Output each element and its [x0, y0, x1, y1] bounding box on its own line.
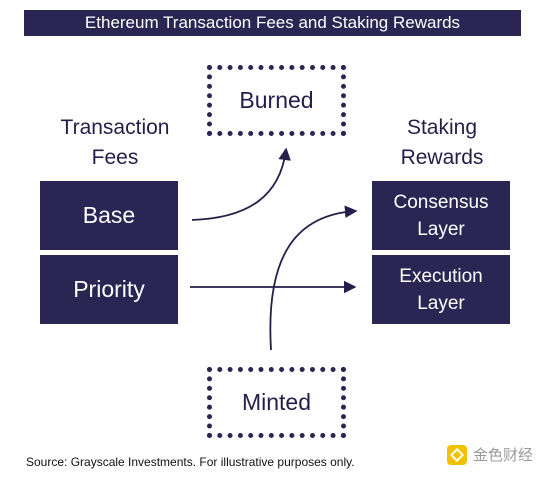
staking-rewards-heading-line1: Staking — [406, 116, 478, 139]
transaction-fees-heading-line1: Transaction — [60, 116, 170, 139]
execution-layer-label-line2: Layer — [417, 292, 465, 314]
watermark-text: 金色财经 — [473, 447, 534, 464]
execution-layer-box: Execution Layer — [372, 255, 510, 324]
priority-label: Priority — [73, 276, 145, 302]
execution-layer-label-line1: Execution — [399, 265, 483, 287]
source-note: Source: Grayscale Investments. For illus… — [26, 455, 355, 469]
burned-label: Burned — [239, 87, 314, 113]
consensus-layer-label-line2: Layer — [417, 218, 465, 240]
transaction-fees-heading: Transaction Fees — [30, 113, 200, 173]
base-to-burned-arrow — [191, 147, 291, 221]
minted-to-consensus-arrow — [269, 205, 358, 351]
watermark-logo-icon — [447, 444, 467, 465]
transaction-fees-heading-line2: Fees — [91, 146, 139, 169]
staking-rewards-heading: Staking Rewards — [360, 113, 524, 173]
base-label: Base — [82, 202, 136, 228]
minted-box: Minted — [207, 367, 346, 438]
watermark: 金色财经 — [447, 444, 533, 465]
base-box: Base — [40, 181, 178, 250]
diagram-title: Ethereum Transaction Fees and Staking Re… — [24, 10, 521, 36]
priority-box: Priority — [40, 255, 178, 324]
staking-rewards-heading-line2: Rewards — [400, 146, 484, 169]
consensus-layer-box: Consensus Layer — [372, 181, 510, 250]
minted-label: Minted — [241, 389, 312, 415]
consensus-layer-label-line1: Consensus — [393, 191, 489, 213]
burned-box: Burned — [207, 65, 346, 136]
